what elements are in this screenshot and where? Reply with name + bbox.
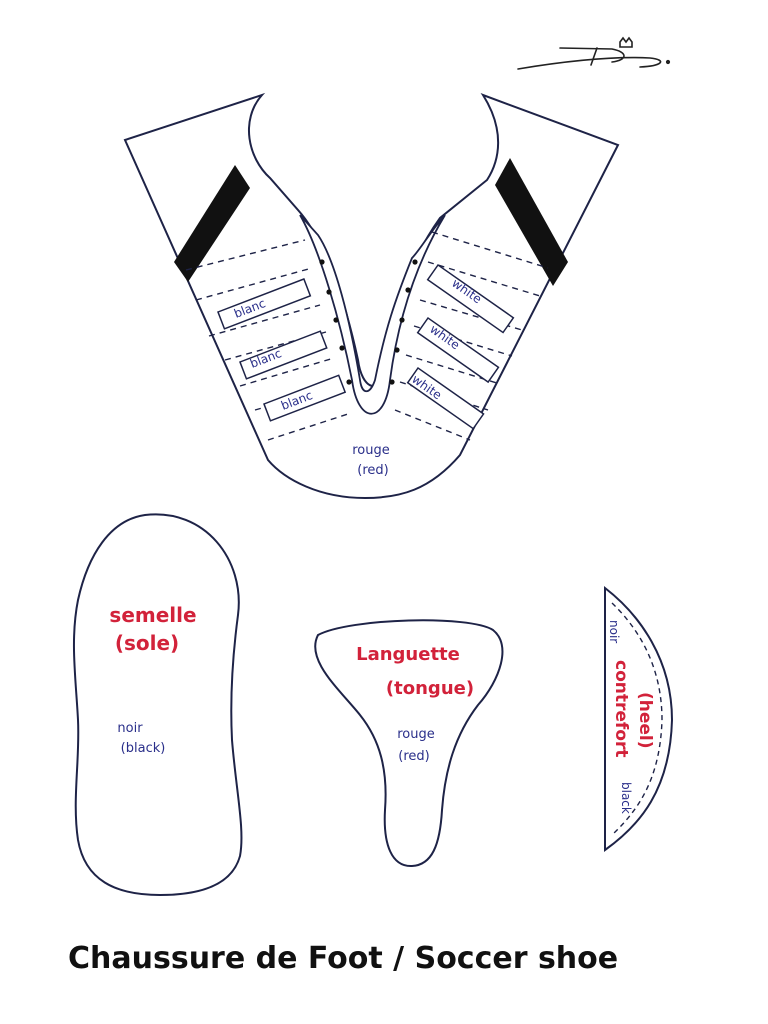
left-stripe-panel-3	[263, 374, 347, 422]
tongue-title: Languette	[356, 644, 460, 665]
sole-title: semelle	[109, 603, 196, 627]
right-stripe-panel-1	[426, 263, 515, 334]
heel-outline	[604, 585, 674, 852]
signature	[517, 36, 671, 70]
sole-piece: semelle (sole) noir (black)	[72, 513, 243, 897]
left-collar-stripe	[174, 165, 250, 282]
left-stripe-panel-2	[239, 330, 328, 380]
right-stripe-panels	[406, 263, 515, 430]
heel-title-en: (heel)	[635, 692, 655, 749]
heel-stitch-line	[611, 602, 663, 836]
page-title: Chaussure de Foot / Soccer shoe	[68, 941, 618, 976]
heel-counter-piece: contrefort (heel) noir black	[604, 585, 674, 852]
tongue-piece: Languette (tongue) rouge (red)	[314, 619, 504, 868]
sole-color-label-en: (black)	[121, 741, 166, 756]
tongue-color-label: rouge	[397, 727, 435, 742]
tongue-color-label-en: (red)	[398, 749, 429, 764]
upper-outline	[123, 92, 620, 500]
shoe-upper-piece: blanc blanc blanc white white white roug…	[123, 92, 620, 500]
sole-color-label: noir	[117, 721, 143, 736]
right-collar-stripe	[495, 158, 568, 286]
sole-outline	[72, 513, 243, 897]
tongue-title-en: (tongue)	[386, 678, 474, 699]
upper-color-label: rouge	[352, 443, 390, 458]
tongue-outline	[314, 619, 504, 868]
heel-color-label: noir	[607, 620, 621, 643]
left-stripe-panels	[217, 278, 347, 422]
eyelets	[319, 259, 418, 385]
sole-title-en: (sole)	[115, 631, 179, 655]
upper-color-label-en: (red)	[357, 463, 388, 478]
heel-title: contrefort	[611, 660, 631, 757]
right-stripe-panel-2	[416, 316, 500, 384]
lace-panel	[299, 214, 446, 415]
right-stripe-panel-3	[406, 366, 485, 430]
left-stripe-panel-1	[217, 278, 312, 330]
heel-color-label-en: black	[619, 782, 633, 814]
